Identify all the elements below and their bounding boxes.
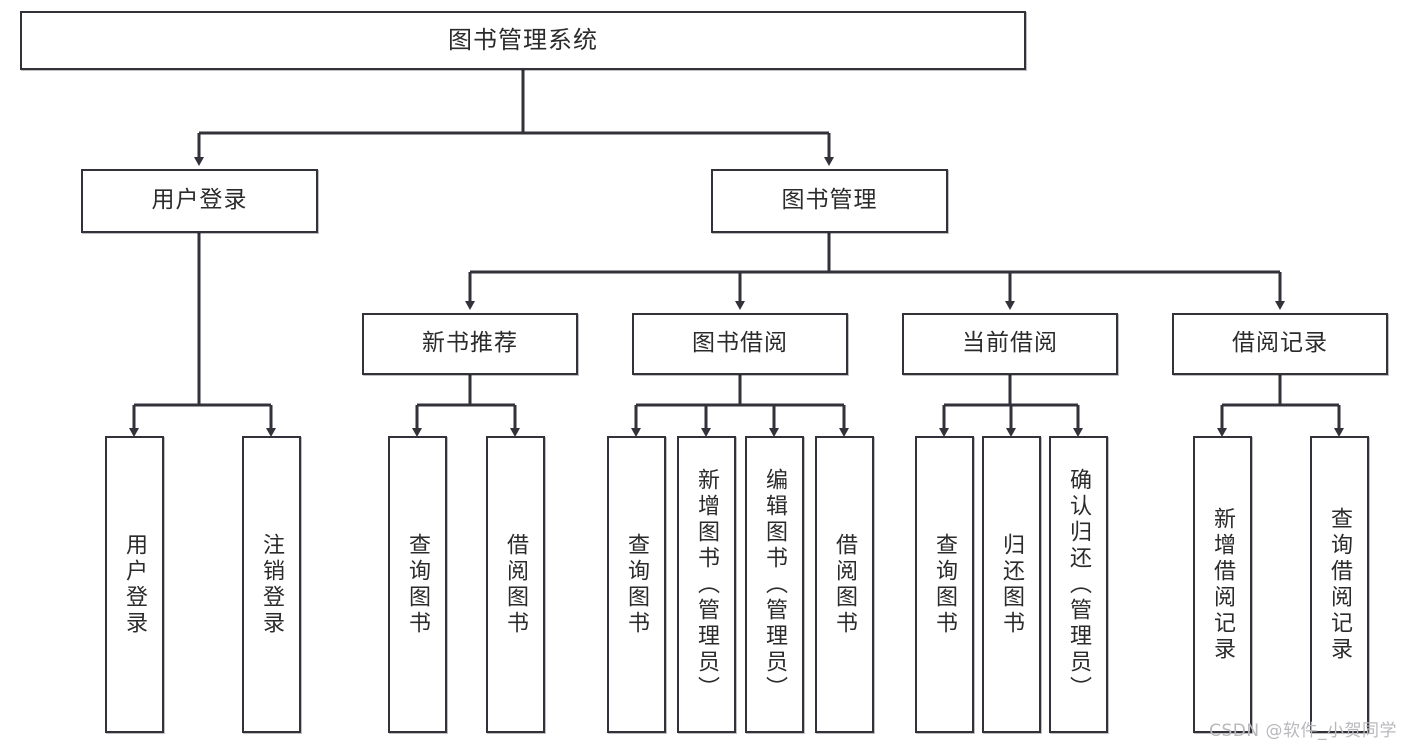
leaf-query-book-borrow[interactable]: 查询图书 [607, 436, 666, 733]
node-borrow-record[interactable]: 借阅记录 [1172, 313, 1388, 375]
node-new-book-recommend[interactable]: 新书推荐 [362, 313, 578, 375]
leaf-add-borrow-record[interactable]: 新增借阅记录 [1193, 436, 1252, 733]
node-user-login[interactable]: 用户登录 [81, 169, 318, 233]
node-current-borrow[interactable]: 当前借阅 [902, 313, 1118, 375]
leaf-logout-login[interactable]: 注销登录 [242, 436, 301, 733]
leaf-query-book-recommend[interactable]: 查询图书 [388, 436, 447, 733]
leaf-query-borrow-record[interactable]: 查询借阅记录 [1310, 436, 1369, 733]
leaf-edit-book[interactable]: 编辑图书（管理员） [745, 436, 804, 733]
leaf-borrow-book[interactable]: 借阅图书 [815, 436, 874, 733]
leaf-return-book[interactable]: 归还图书 [982, 436, 1041, 733]
leaf-borrow-book-recommend[interactable]: 借阅图书 [486, 436, 545, 733]
node-book-borrow[interactable]: 图书借阅 [632, 313, 848, 375]
leaf-add-book[interactable]: 新增图书（管理员） [677, 436, 736, 733]
csdn-watermark: CSDN @软件_小贺同学 [1209, 721, 1397, 741]
node-root[interactable]: 图书管理系统 [20, 11, 1026, 70]
leaf-user-login[interactable]: 用户登录 [105, 436, 164, 733]
leaf-confirm-return[interactable]: 确认归还（管理员） [1049, 436, 1108, 733]
leaf-query-book-current[interactable]: 查询图书 [915, 436, 974, 733]
node-book-manage[interactable]: 图书管理 [711, 169, 948, 233]
